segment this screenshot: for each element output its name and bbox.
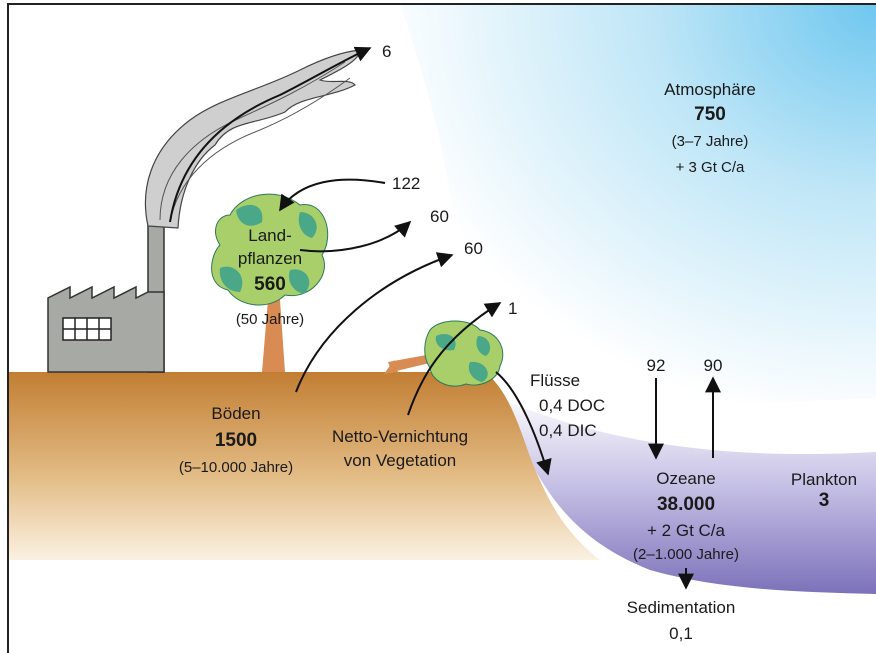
factory-window xyxy=(62,317,112,341)
atmosphere-sky xyxy=(400,4,876,403)
atmosphere-title: Atmosphäre xyxy=(664,80,756,99)
atmosphere-residence: (3–7 Jahre) xyxy=(672,133,749,150)
arrow-river-runoff xyxy=(495,371,552,476)
flux-ocean-release-label: 90 xyxy=(704,356,723,375)
land-plants-title-line2: pflanzen xyxy=(238,249,302,268)
flux-arrows xyxy=(169,46,721,590)
oceans-title: Ozeane xyxy=(656,469,716,488)
flux-deforestation-label: 1 xyxy=(508,299,517,318)
land-plants-residence: (50 Jahre) xyxy=(236,311,304,328)
atmosphere-value: 750 xyxy=(694,104,726,125)
flux-soil-respiration-label: 60 xyxy=(464,239,483,258)
soils-title: Böden xyxy=(211,404,260,423)
deforestation-line2: von Vegetation xyxy=(344,451,456,470)
tree-land-plants xyxy=(211,193,329,372)
plankton-title: Plankton xyxy=(791,470,857,489)
flux-plant-respiration-label: 60 xyxy=(430,207,449,226)
arrow-fossil-emission xyxy=(169,46,372,223)
soils-residence: (5–10.000 Jahre) xyxy=(179,459,293,476)
rivers-doc: 0,4 DOC xyxy=(539,396,605,415)
sedimentation-value: 0,1 xyxy=(669,624,693,643)
rivers-title: Flüsse xyxy=(530,371,580,390)
flux-ocean-uptake-label: 92 xyxy=(647,356,666,375)
land-plants-value: 560 xyxy=(254,274,286,295)
arrow-plant-respiration xyxy=(299,220,412,253)
smoke-plume xyxy=(144,49,361,229)
oceans-residence: (2–1.000 Jahre) xyxy=(633,546,739,563)
arrow-photosynthesis xyxy=(279,178,386,212)
oceans-value: 38.000 xyxy=(657,494,715,515)
land-plants-title-line1: Land- xyxy=(248,226,291,245)
soils-value: 1500 xyxy=(215,430,257,451)
smoke-wisp xyxy=(169,77,351,223)
tree-felled xyxy=(384,320,504,387)
deforestation-line1: Netto-Vernichtung xyxy=(332,427,468,446)
ocean-body xyxy=(480,390,876,594)
frame-border xyxy=(7,3,876,653)
atmosphere-growth: + 3 Gt C/a xyxy=(676,159,745,176)
arrow-soil-respiration xyxy=(295,252,454,393)
rivers-dic: 0,4 DIC xyxy=(539,421,597,440)
arrow-deforestation xyxy=(407,302,502,416)
factory xyxy=(47,221,165,373)
plankton-value: 3 xyxy=(819,490,830,511)
flux-photosynthesis-label: 122 xyxy=(392,174,420,193)
flux-fossil-label: 6 xyxy=(382,42,391,61)
smoke-wisp xyxy=(159,61,346,221)
oceans-growth: + 2 Gt C/a xyxy=(647,521,725,540)
sedimentation-title: Sedimentation xyxy=(627,598,736,617)
soil-ground xyxy=(8,372,600,560)
